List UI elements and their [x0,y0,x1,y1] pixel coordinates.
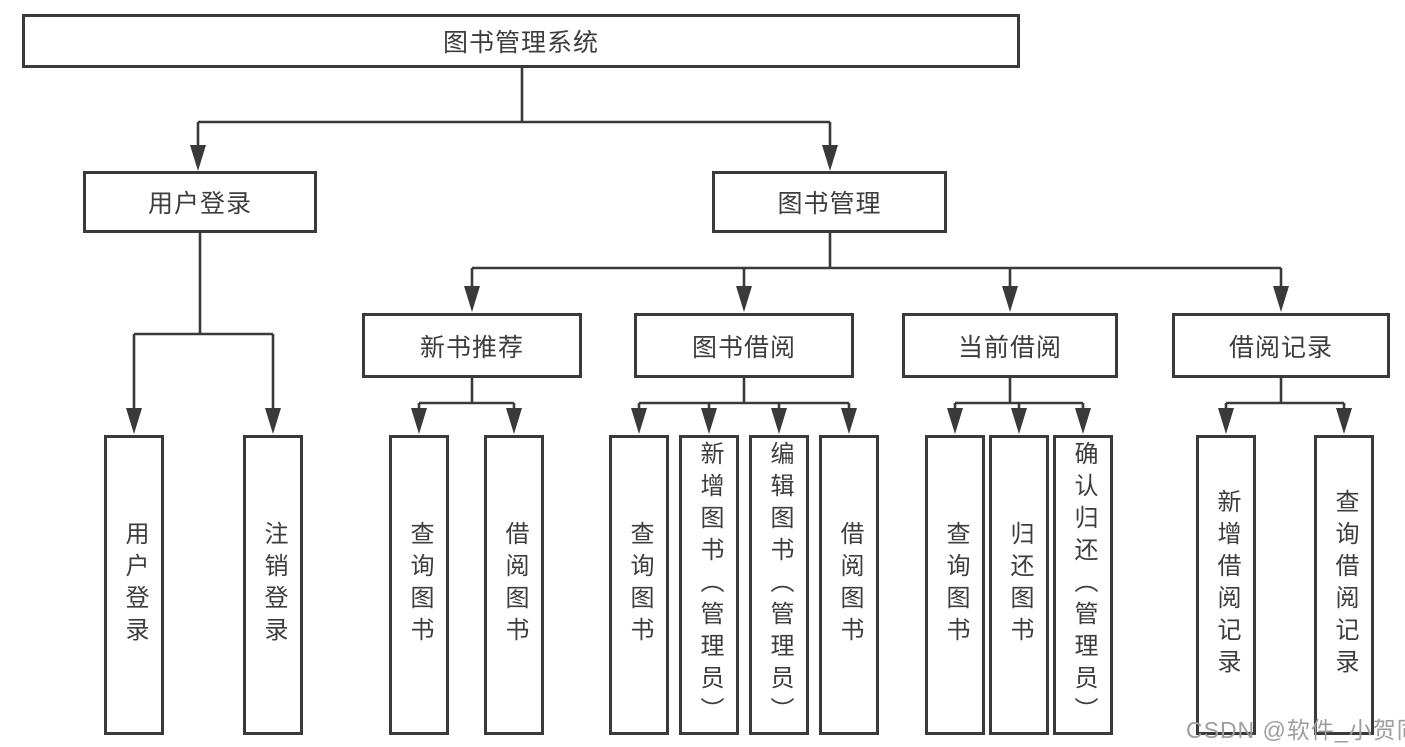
leaf-label: 注销登录 [260,521,287,649]
leaf-user-login: 用户登录 [104,435,164,735]
leaf-add-borrow-record: 新增借阅记录 [1196,435,1256,735]
leaf-query-books-current: 查询图书 [925,435,985,735]
node-user-login: 用户登录 [83,171,317,233]
node-library-system-root: 图书管理系统 [22,14,1020,68]
leaf-borrow-books-recommend: 借阅图书 [484,435,544,735]
leaf-return-book: 归还图书 [989,435,1049,735]
leaf-add-book-admin: 新增图书（管理员） [679,435,739,735]
leaf-query-borrow-record: 查询借阅记录 [1314,435,1374,735]
node-label: 图书管理 [777,190,882,218]
leaf-label: 编辑图书（管理员） [766,441,793,729]
leaf-label: 确认归还（管理员） [1070,441,1097,729]
node-label: 当前借阅 [957,333,1062,362]
leaf-label: 借阅图书 [501,521,528,649]
node-label: 用户登录 [147,190,252,218]
leaf-borrow-books: 借阅图书 [819,435,879,735]
leaf-label: 用户登录 [121,521,148,649]
arrowheads [126,145,1352,434]
leaf-label: 新增借阅记录 [1213,489,1240,681]
node-new-book-recommend: 新书推荐 [362,313,582,378]
leaf-label: 归还图书 [1006,521,1033,649]
node-label: 图书管理系统 [442,29,599,57]
node-book-management: 图书管理 [712,171,947,233]
leaf-query-books-recommend: 查询图书 [389,435,449,735]
leaf-confirm-return-admin: 确认归还（管理员） [1053,435,1113,735]
csdn-watermark: CSDN @软件_小贺同学 [1186,717,1405,743]
leaf-label: 查询图书 [406,521,433,649]
leaf-label: 查询图书 [626,521,653,649]
leaf-label: 新增图书（管理员） [696,441,723,729]
leaf-query-books-borrow: 查询图书 [609,435,669,735]
leaf-label: 借阅图书 [836,521,863,649]
node-current-borrow: 当前借阅 [902,313,1118,378]
node-label: 借阅记录 [1228,333,1333,362]
node-book-borrow: 图书借阅 [634,313,854,378]
leaf-logout: 注销登录 [243,435,303,735]
node-borrow-records: 借阅记录 [1172,313,1390,378]
node-label: 图书借阅 [691,333,796,362]
leaf-label: 查询图书 [942,521,969,649]
leaf-label: 查询借阅记录 [1331,489,1358,681]
node-label: 新书推荐 [419,333,524,362]
leaf-edit-book-admin: 编辑图书（管理员） [749,435,809,735]
